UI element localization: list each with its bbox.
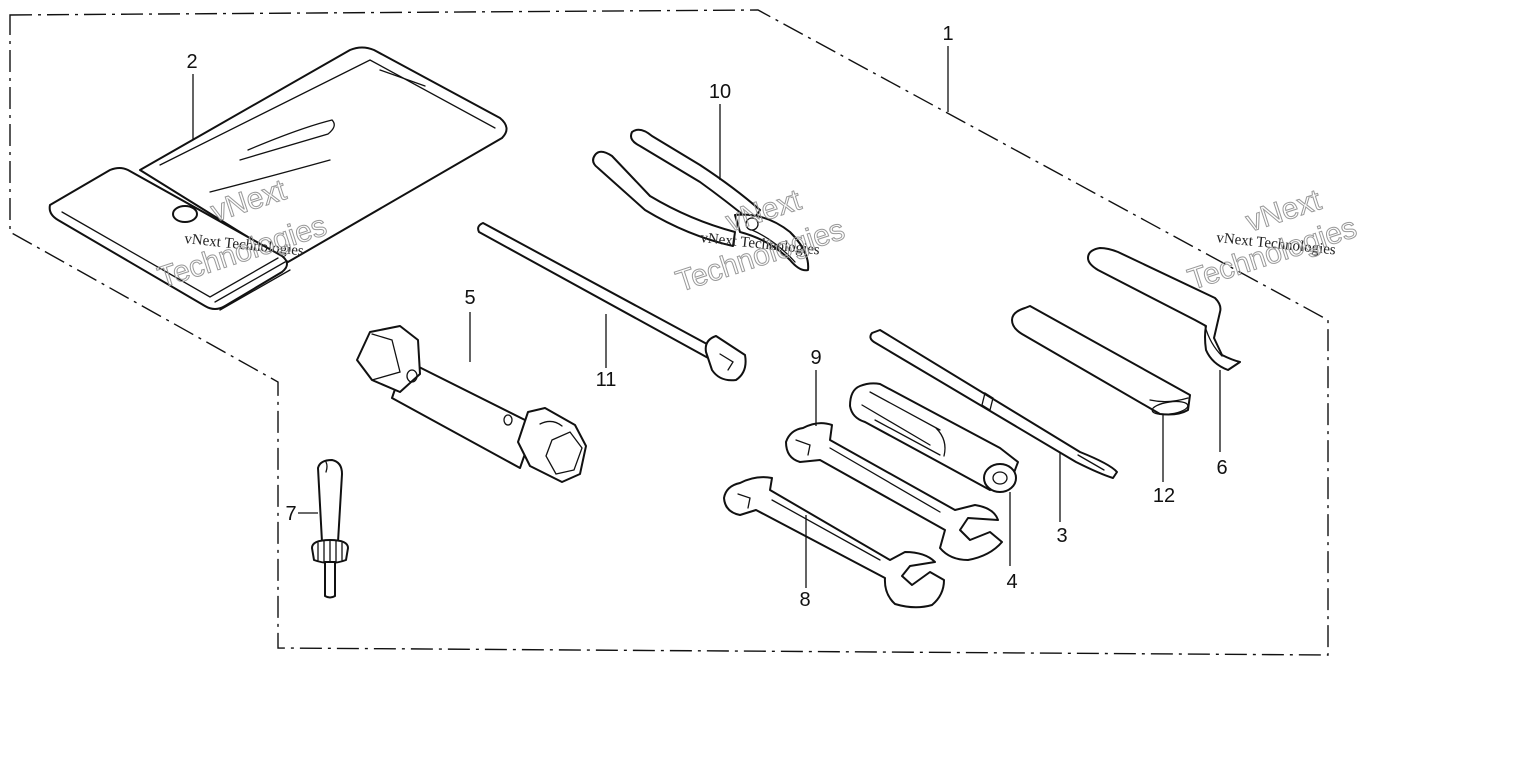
box-spanner xyxy=(356,325,587,483)
plug-tool xyxy=(311,459,349,599)
spanner-14-17 xyxy=(785,422,1003,561)
leader-lines xyxy=(192,46,1221,588)
handle-sleeve xyxy=(1011,305,1191,416)
watermark-center: vNext vNext Technologies Technologies xyxy=(671,183,849,299)
assembly-frame xyxy=(9,9,1329,656)
callout-10: 10 xyxy=(709,81,731,103)
callout-7: 7 xyxy=(285,503,296,525)
screwdriver-shaft xyxy=(869,329,1118,479)
pin-spanner xyxy=(1087,247,1241,371)
callout-4: 4 xyxy=(1006,571,1017,593)
callout-9: 9 xyxy=(810,347,821,369)
screwdriver-handle xyxy=(849,382,1019,493)
callout-11: 11 xyxy=(596,369,617,391)
callout-1: 1 xyxy=(942,23,953,45)
callout-2: 2 xyxy=(186,51,197,73)
spanner-10-12 xyxy=(723,476,945,609)
callout-3: 3 xyxy=(1056,525,1067,547)
rod-wrench xyxy=(477,222,747,382)
callout-numbers: 1 2 3 4 5 6 7 8 9 10 11 12 xyxy=(186,23,1227,611)
watermark-right: vNext vNext Technologies Technologies xyxy=(1183,183,1361,297)
callout-6: 6 xyxy=(1216,457,1227,479)
callout-8: 8 xyxy=(799,589,810,611)
tool-bag xyxy=(48,46,508,311)
callout-12: 12 xyxy=(1153,485,1175,507)
callout-5: 5 xyxy=(464,287,475,309)
pliers xyxy=(592,128,810,272)
